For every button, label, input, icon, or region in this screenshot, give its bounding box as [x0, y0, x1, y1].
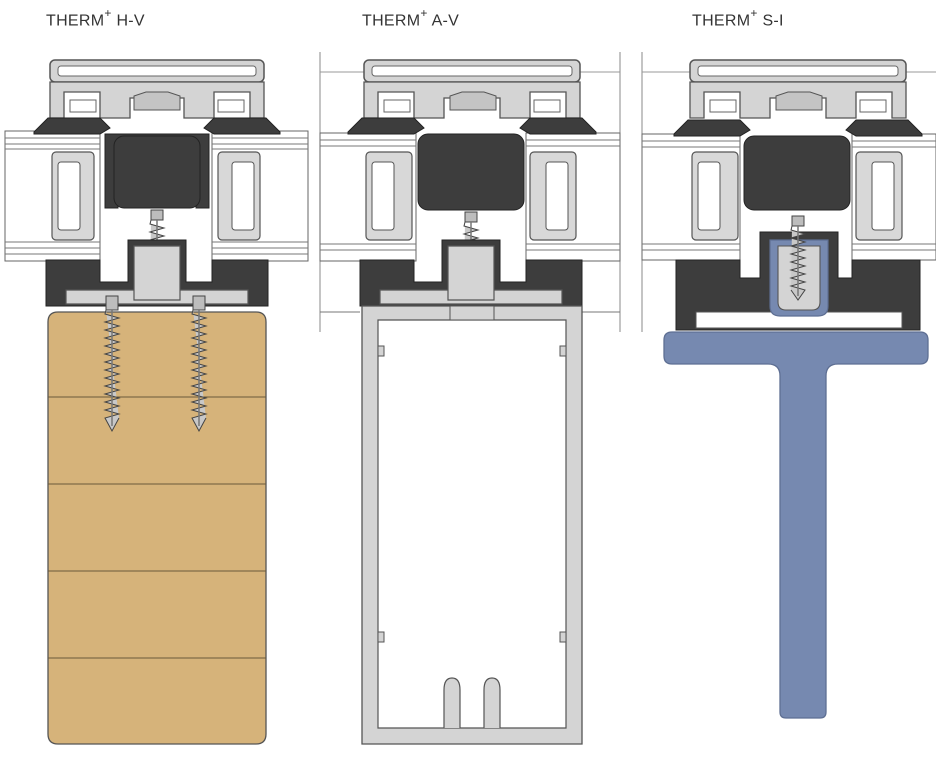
gasket-s-i — [743, 135, 851, 211]
aluminium-mullion-icon — [361, 305, 583, 745]
caption-h-v: THERM+ H-V — [46, 6, 145, 30]
glazing-left-s-i — [641, 133, 741, 261]
glazing-right-h-v — [211, 130, 309, 262]
inner-gasket-a-v — [359, 239, 583, 307]
system-a-v — [319, 52, 621, 745]
steel-t-mullion-icon — [663, 331, 929, 719]
system-s-i — [641, 52, 936, 719]
glazing-left-h-v — [4, 130, 101, 262]
cover-cap-h-v — [33, 59, 281, 135]
system-h-v — [4, 59, 309, 745]
caption-a-v: THERM+ A-V — [362, 6, 460, 30]
gasket-a-v — [417, 133, 525, 211]
cover-cap-s-i — [673, 59, 923, 137]
caption-s-i: THERM+ S-I — [692, 6, 784, 30]
glazing-left-a-v — [319, 132, 417, 262]
cover-cap-a-v — [347, 59, 597, 135]
timber-mullion-icon — [47, 311, 267, 745]
glazing-right-a-v — [525, 132, 621, 262]
glazing-right-s-i — [851, 133, 936, 261]
